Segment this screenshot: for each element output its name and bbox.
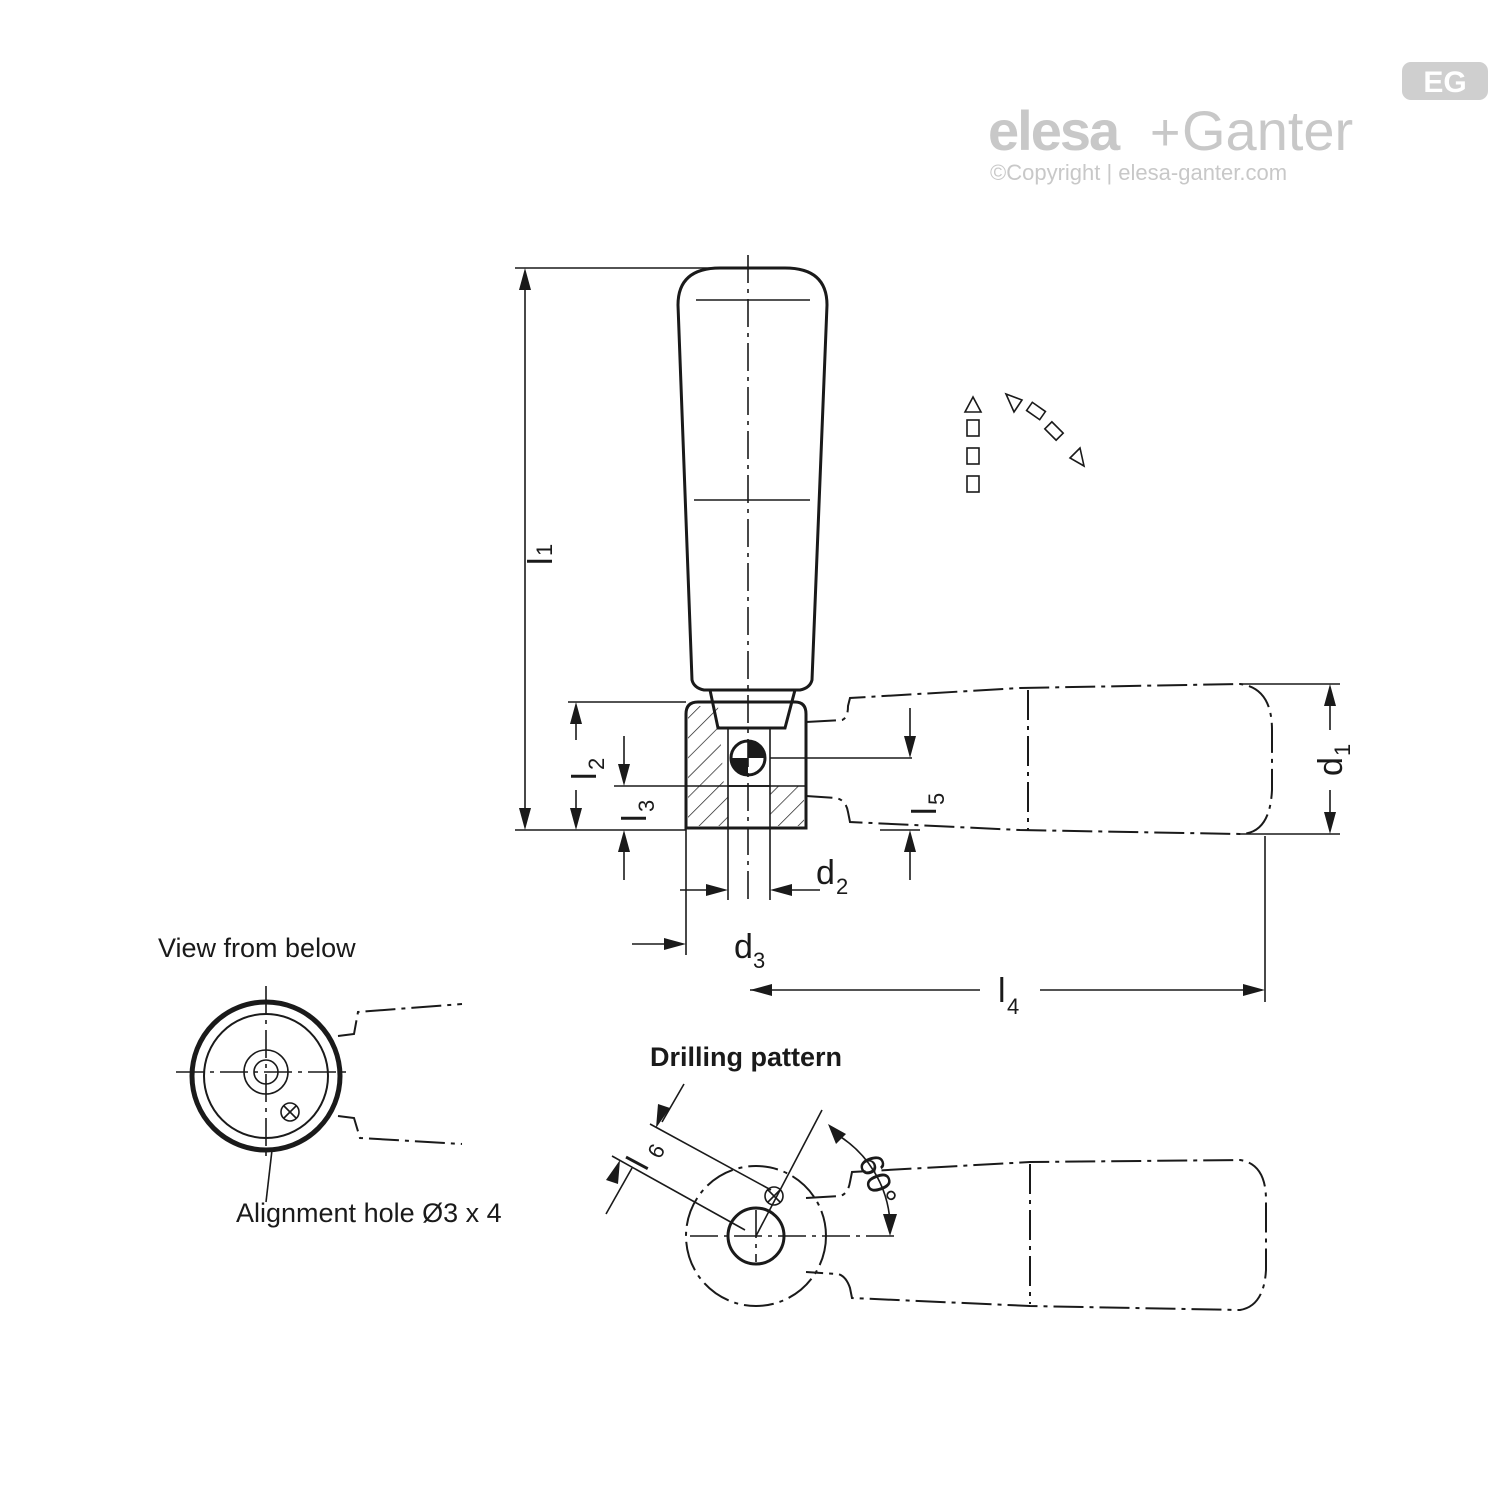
below-lever-phantom (337, 1003, 463, 1145)
indexing-symbol (963, 392, 1086, 493)
dimension-l2: l 2 (566, 701, 686, 830)
set-screw-fill (748, 741, 765, 758)
arc-box-1 (1025, 401, 1047, 421)
brand-name-elesa: elesa (988, 99, 1121, 162)
label-d1-main: d (1312, 757, 1350, 776)
handle-side-view (676, 255, 1273, 900)
hatched-section-left (688, 706, 728, 826)
copyright-text: ©Copyright | elesa-ganter.com (990, 160, 1287, 185)
brand-name-ganter: Ganter (1182, 99, 1353, 162)
arc-triangle-start-icon (1004, 392, 1024, 414)
alignment-leader (265, 1149, 273, 1203)
brand-logo: EG elesa + Ganter ©Copyright | elesa-gan… (988, 62, 1488, 185)
dimension-l4: l 4 (750, 836, 1266, 1019)
label-d2-sub: 2 (836, 874, 848, 899)
set-screw-fill-2 (731, 758, 748, 775)
lever-phantom (805, 682, 1273, 836)
label-l4-sub: 4 (1007, 994, 1019, 1019)
hatched-section-right (770, 786, 804, 826)
grip-outline (676, 266, 829, 692)
badge-text: EG (1423, 66, 1466, 99)
label-l3-main: l (616, 814, 654, 822)
eg-badge: EG (1402, 62, 1488, 100)
view-from-below: View from below Alignment hole Ø3 x 4 (158, 933, 502, 1228)
dash-box-3 (966, 475, 980, 493)
label-angle: 60° (850, 1150, 903, 1211)
dimension-l5: l 5 (880, 708, 949, 880)
caption-alignment-hole: Alignment hole Ø3 x 4 (236, 1198, 502, 1228)
drill-alignment-hole (764, 1186, 784, 1206)
label-d3-sub: 3 (753, 948, 765, 973)
dash-box-1 (966, 419, 980, 437)
caption-view-from-below: View from below (158, 933, 356, 963)
grip-neck (708, 689, 797, 730)
dimension-d2: d 2 (680, 828, 848, 900)
label-l3-sub: 3 (634, 800, 659, 812)
lower-bore (727, 785, 771, 829)
label-l5-main: l (906, 807, 944, 815)
label-d2-main: d (816, 854, 835, 892)
arc-triangle-end-icon (1068, 446, 1086, 468)
label-l2-main: l (566, 772, 604, 780)
label-l1-sub: 1 (532, 544, 557, 556)
drilling-pattern-view: Drilling pattern 60° l 6 (605, 1042, 1267, 1312)
dimension-l1: l 1 (515, 267, 748, 831)
brand-plus: + (1150, 104, 1180, 162)
label-d1-sub: 1 (1330, 744, 1355, 756)
label-l5-sub: 5 (924, 793, 949, 805)
angle-line (755, 1109, 823, 1237)
arc-box-2 (1043, 420, 1065, 442)
caption-drilling-pattern: Drilling pattern (650, 1042, 842, 1072)
label-l6-sub: 6 (642, 1140, 670, 1163)
label-l1-main: l (522, 557, 560, 565)
up-triangle-icon (963, 395, 983, 413)
dimension-d1: d 1 (1240, 683, 1355, 835)
label-l4-main: l (998, 972, 1006, 1010)
drill-lever-phantom (805, 1158, 1267, 1312)
alignment-hole-circle (280, 1102, 300, 1122)
dimension-l3: l 3 (614, 736, 686, 880)
label-l2-sub: 2 (584, 758, 609, 770)
dimension-d3: d 3 (632, 828, 765, 973)
label-d3-main: d (734, 928, 753, 966)
dash-box-2 (966, 447, 980, 465)
